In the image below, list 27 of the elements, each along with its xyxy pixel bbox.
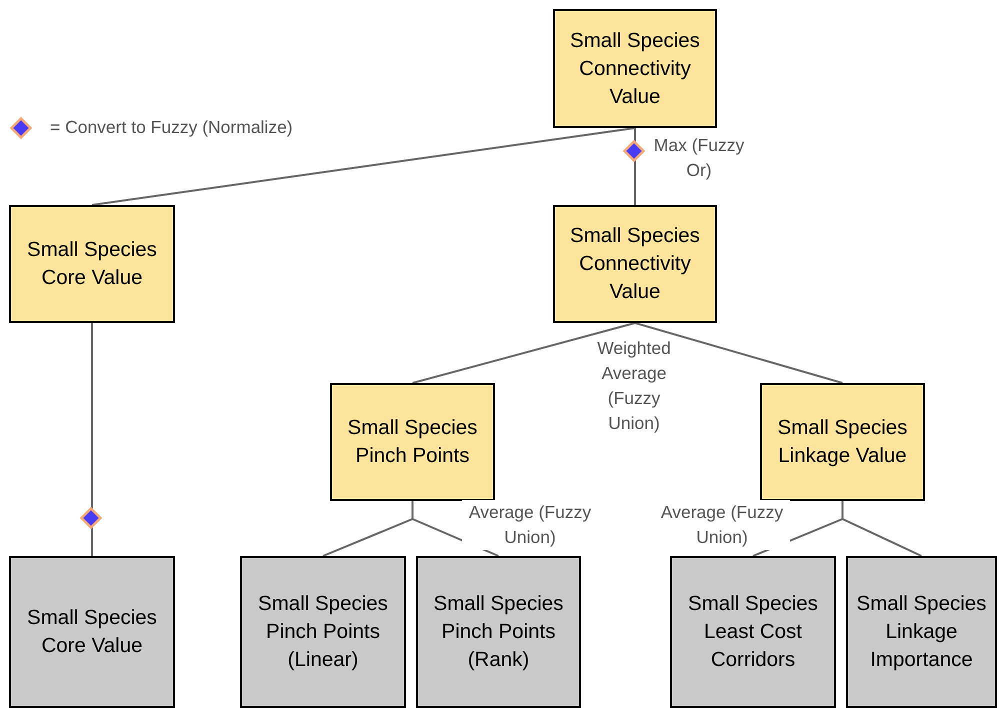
process-box [760,383,925,501]
connector-line [634,322,843,384]
connector-line [842,501,922,557]
input-box [846,556,997,708]
node-text: Small Species Core Value [26,237,158,291]
input-box [9,556,175,708]
node-text: Small Species Pinch Points (Linear) [257,591,389,673]
connector-line [634,128,636,205]
input-box [240,556,406,708]
process-box [9,205,175,323]
process-box [330,383,495,501]
connector-line [91,323,93,556]
node-text: Small Species Connectivity Value [569,28,701,110]
connector-line [412,322,636,384]
input-box [416,556,581,708]
node-text: Small Species Linkage Value [776,415,908,469]
node-text: Small Species Pinch Points [346,415,478,469]
node-text: Small Species Connectivity Value [569,223,701,305]
node-text: Small Species Pinch Points (Rank) [432,591,564,673]
node-text: Small Species Least Cost Corridors [687,591,819,673]
process-box [553,205,717,323]
input-box [670,556,836,708]
node-text: Small Species Linkage Importance [856,591,988,673]
node-text: Small Species Core Value [26,605,158,659]
connector-line [92,127,636,206]
operation-label: Weighted Average (Fuzzy Union) [596,337,672,435]
process-box [553,9,717,128]
